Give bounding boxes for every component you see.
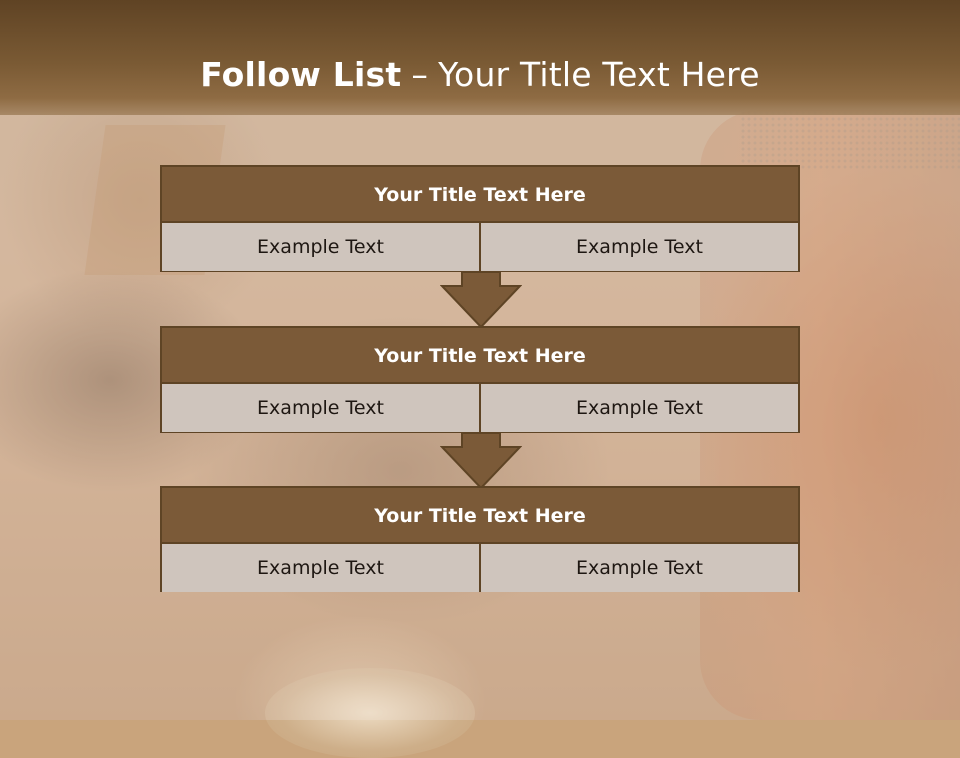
block-cell-right: Example Text (479, 384, 798, 432)
down-arrow-icon (440, 272, 522, 328)
down-arrow-icon (440, 433, 522, 489)
block-title: Your Title Text Here (162, 488, 798, 544)
background-sieve (740, 110, 960, 170)
list-block-2: Your Title Text Here Example Text Exampl… (160, 326, 800, 433)
block-title: Your Title Text Here (162, 167, 798, 223)
title-separator: – (411, 55, 429, 94)
block-cell-left: Example Text (162, 544, 479, 592)
block-cell-right: Example Text (479, 223, 798, 271)
list-block-1: Your Title Text Here Example Text Exampl… (160, 165, 800, 272)
block-row: Example Text Example Text (162, 384, 798, 432)
block-cell-right: Example Text (479, 544, 798, 592)
block-cell-left: Example Text (162, 223, 479, 271)
title-band: Follow List–Your Title Text Here (0, 0, 960, 115)
block-row: Example Text Example Text (162, 223, 798, 271)
block-cell-left: Example Text (162, 384, 479, 432)
list-block-3: Your Title Text Here Example Text Exampl… (160, 486, 800, 592)
block-row: Example Text Example Text (162, 544, 798, 592)
title-rest: Your Title Text Here (438, 55, 760, 94)
slide-title: Follow List–Your Title Text Here (0, 55, 960, 94)
block-title: Your Title Text Here (162, 328, 798, 384)
title-bold: Follow List (200, 55, 402, 94)
